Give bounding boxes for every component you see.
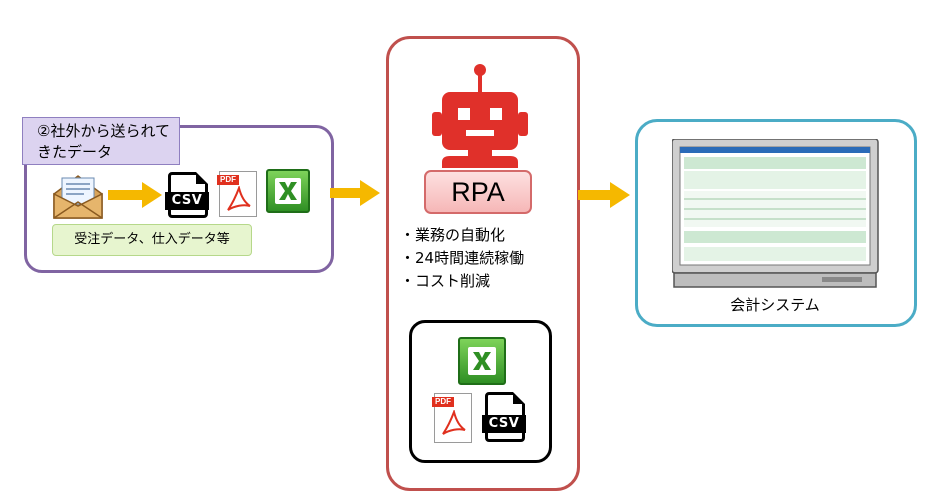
feature-item: ・コスト削減 [400, 272, 491, 290]
robot-icon [432, 64, 528, 168]
csv-file-icon-text: CSV [482, 415, 526, 433]
pdf-acrobat-glyph-icon [227, 186, 251, 211]
csv-file-icon-text: CSV [165, 192, 209, 210]
arrow-right-icon [108, 182, 162, 208]
monitor-icon [672, 139, 879, 288]
excel-file-icon [458, 337, 506, 385]
external-data-label-line1: ②社外から送られて [37, 122, 170, 140]
accounting-system-label: 会計システム [730, 296, 820, 314]
pdf-file-icon-text: PDF [432, 397, 454, 407]
csv-file-icon: CSV [482, 392, 526, 442]
pdf-file-icon: PDF [217, 171, 257, 217]
excel-x-glyph-icon [279, 182, 297, 200]
envelope-icon [53, 175, 103, 219]
file-formats-box [409, 320, 552, 463]
rpa-label: RPA [424, 170, 532, 214]
external-data-label: ②社外から送られて きたデータ [22, 117, 180, 165]
external-data-label-line2: きたデータ [37, 143, 113, 161]
excel-file-icon [266, 169, 310, 213]
arrow-right-icon [330, 180, 380, 206]
pdf-file-icon-text: PDF [217, 175, 239, 185]
arrow-right-icon [578, 182, 630, 208]
data-types-label: 受注データ、仕入データ等 [52, 224, 252, 256]
csv-file-icon: CSV [165, 172, 209, 218]
pdf-acrobat-glyph-icon [442, 410, 466, 435]
excel-x-glyph-icon [473, 352, 491, 370]
feature-item: ・業務の自動化 [400, 226, 506, 244]
feature-item: ・24時間連続稼働 [400, 249, 525, 267]
pdf-file-icon: PDF [432, 393, 472, 443]
